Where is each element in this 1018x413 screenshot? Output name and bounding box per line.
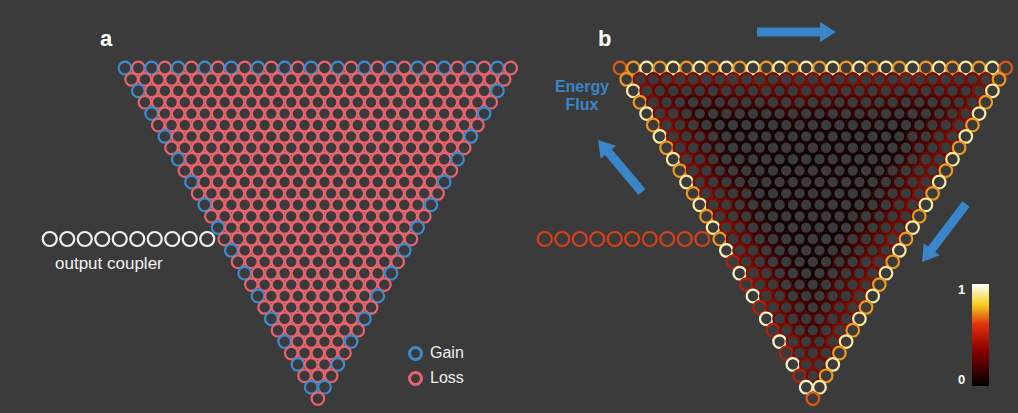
output-coupler-ring bbox=[183, 232, 197, 246]
output-coupler-ring bbox=[678, 232, 692, 246]
energy-flux-arrows bbox=[598, 22, 970, 262]
output-coupler-ring bbox=[573, 232, 587, 246]
output-coupler-ring bbox=[555, 232, 569, 246]
ring-resonator bbox=[807, 392, 820, 405]
flux-arrow bbox=[922, 201, 970, 262]
legend-swatch bbox=[408, 346, 423, 361]
panel-label: b bbox=[598, 26, 611, 51]
output-coupler-ring bbox=[43, 232, 57, 246]
flux-arrow bbox=[598, 140, 645, 195]
output-coupler-ring bbox=[165, 232, 179, 246]
output-coupler-ring bbox=[95, 232, 109, 246]
output-coupler-ring bbox=[660, 232, 674, 246]
output-coupler-ring bbox=[608, 232, 622, 246]
legend-text: Gain bbox=[430, 344, 464, 362]
flux-label: Energy Flux bbox=[546, 78, 618, 115]
colorbar-tick: 1 bbox=[958, 283, 965, 298]
legend-text: Loss bbox=[430, 369, 464, 387]
lattice-b bbox=[538, 62, 1012, 405]
output-coupler-ring bbox=[590, 232, 604, 246]
lattice-a bbox=[43, 62, 517, 405]
output-coupler-ring bbox=[113, 232, 127, 246]
output-coupler-ring bbox=[643, 232, 657, 246]
output-coupler-ring bbox=[148, 232, 162, 246]
colorbar bbox=[972, 284, 989, 386]
flux-arrow bbox=[757, 22, 836, 42]
colorbar-tick: 0 bbox=[958, 373, 965, 388]
coupler-label: output coupler bbox=[55, 254, 163, 274]
output-coupler-ring bbox=[538, 232, 552, 246]
output-coupler-ring bbox=[60, 232, 74, 246]
output-coupler-ring bbox=[130, 232, 144, 246]
output-coupler-ring bbox=[695, 232, 709, 246]
ring-resonator bbox=[312, 392, 325, 405]
panel-label: a bbox=[100, 26, 112, 51]
output-coupler-ring bbox=[78, 232, 92, 246]
output-coupler-ring bbox=[625, 232, 639, 246]
output-coupler-ring bbox=[200, 232, 214, 246]
legend-swatch bbox=[408, 371, 423, 386]
